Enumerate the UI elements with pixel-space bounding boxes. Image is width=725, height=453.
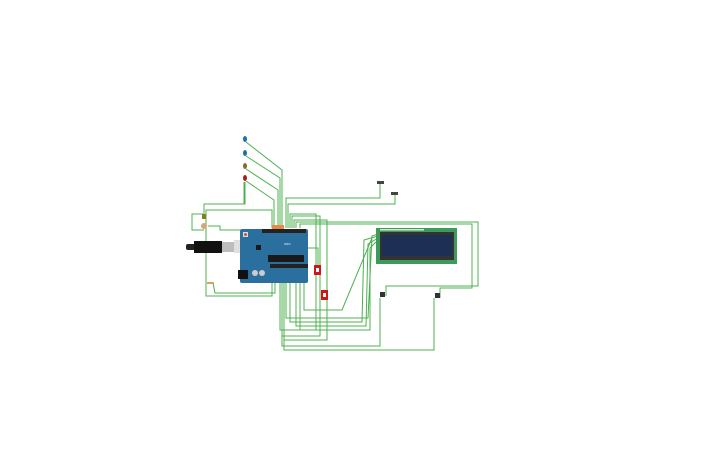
tilt-sensors[interactable]: [377, 181, 398, 195]
arduino-uno[interactable]: UNO: [238, 225, 308, 283]
resistor[interactable]: [207, 282, 214, 284]
header-resistors: [272, 225, 284, 229]
led-red: [243, 175, 247, 181]
photoresistor[interactable]: [201, 214, 207, 229]
led-blue: [243, 136, 247, 142]
led-amber: [243, 163, 247, 169]
pushbuttons[interactable]: [380, 292, 440, 298]
led-blue: [243, 150, 247, 156]
leds[interactable]: [243, 136, 247, 181]
lcd-16x2[interactable]: [376, 228, 457, 264]
usb-cable: [186, 240, 248, 253]
board-label: UNO: [284, 242, 291, 246]
slide-switches[interactable]: [314, 265, 328, 300]
